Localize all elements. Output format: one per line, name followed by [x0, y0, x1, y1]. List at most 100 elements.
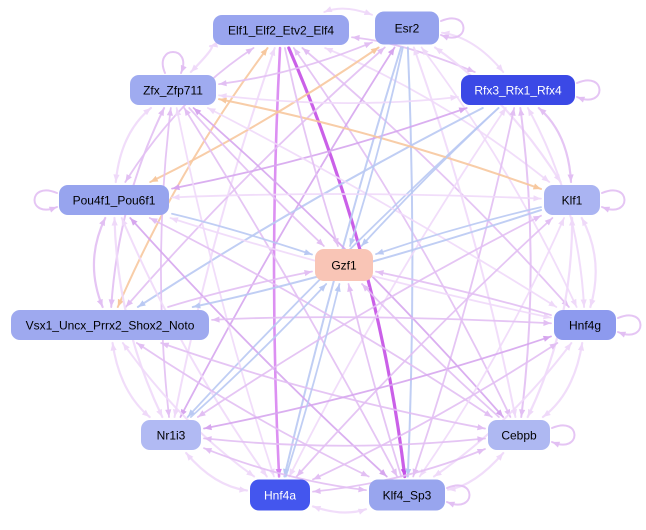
node-vsx[interactable]: Vsx1_Uncx_Prrx2_Shox2_Noto [11, 310, 209, 340]
arrowhead-icon [175, 108, 182, 116]
arrowhead-icon [447, 501, 456, 508]
edge-line [114, 106, 153, 184]
arrowhead-icon [352, 34, 360, 42]
arrowhead-icon [602, 206, 611, 213]
arrowhead-icon [110, 343, 117, 351]
node-label: Pou4f1_Pou6f1 [73, 194, 156, 208]
node-hnf4a[interactable]: Hnf4a [250, 479, 310, 511]
node-esr2[interactable]: Esr2 [375, 11, 439, 45]
edge-line [312, 342, 559, 481]
arrowhead-icon [349, 237, 356, 246]
node-box [130, 75, 216, 105]
edge-pou-klf4 [129, 217, 388, 478]
arrowhead-icon [564, 343, 572, 351]
arrowhead-icon [48, 206, 57, 213]
node-rfx[interactable]: Rfx3_Rfx1_Rfx4 [461, 75, 575, 105]
arrowhead-icon [193, 108, 202, 116]
arrowhead-icon [421, 47, 429, 56]
node-hnf4g[interactable]: Hnf4g [554, 310, 616, 340]
edge-elf-pou [124, 47, 255, 183]
arrowhead-icon [245, 48, 254, 55]
arrowhead-icon [96, 298, 103, 307]
edge-rfx-vsx [136, 107, 484, 308]
edge-esr2-cebpb [412, 46, 517, 418]
node-zfx[interactable]: Zfx_Zfp711 [130, 75, 216, 105]
edge-line [292, 47, 512, 418]
edge-zfx-nr1i3 [160, 107, 173, 418]
arrowhead-icon [499, 108, 506, 116]
arrowhead-icon [302, 48, 311, 56]
arrowhead-icon [433, 469, 442, 477]
node-box [11, 310, 209, 340]
arrowhead-icon [570, 298, 577, 307]
edge-line [149, 46, 380, 183]
node-box [315, 249, 373, 281]
arrowhead-icon [360, 470, 369, 477]
node-box [369, 479, 445, 511]
edge-line [171, 193, 542, 200]
arrowhead-icon [509, 108, 516, 116]
edge-line [111, 341, 151, 419]
arrowhead-icon [567, 174, 574, 182]
edge-line [301, 47, 570, 308]
arrowhead-icon [187, 409, 196, 417]
arrowhead-icon [405, 468, 412, 477]
edge-line [375, 270, 552, 316]
arrowhead-icon [324, 6, 333, 12]
arrowhead-icon [204, 424, 212, 431]
arrowhead-icon [376, 248, 385, 255]
arrowhead-icon [549, 343, 558, 350]
node-klf1[interactable]: Klf1 [544, 185, 600, 215]
edge-line [406, 46, 414, 478]
self-loop-klf1 [601, 189, 626, 213]
edge-nr1i3-cebpb [203, 436, 486, 447]
edge-line [412, 46, 517, 418]
arrowhead-icon [496, 453, 504, 461]
node-label: Esr2 [395, 22, 420, 36]
arrowhead-icon [541, 174, 550, 182]
arrowhead-icon [390, 468, 398, 477]
edge-rfx-pou [171, 107, 468, 191]
arrowhead-icon [170, 217, 179, 224]
arrowhead-icon [477, 436, 485, 443]
edge-rfx-zfx [218, 93, 459, 104]
arrowhead-icon [149, 218, 158, 225]
node-label: Elf1_Elf2_Etv2_Elf4 [228, 24, 334, 38]
arrowhead-icon [158, 108, 165, 117]
arrowhead-icon [532, 215, 541, 222]
edge-line [361, 283, 500, 418]
node-pou[interactable]: Pou4f1_Pou6f1 [59, 185, 169, 215]
node-klf4[interactable]: Klf4_Sp3 [369, 479, 445, 511]
edge-line [284, 283, 341, 478]
edge-line [432, 342, 573, 478]
node-box [461, 75, 575, 105]
edge-nr1i3-gzf1 [189, 283, 328, 418]
edge-line [347, 283, 403, 478]
arrowhead-icon [527, 108, 535, 117]
arrowhead-icon [448, 485, 456, 492]
edge-line [189, 283, 328, 418]
node-elf[interactable]: Elf1_Elf2_Etv2_Elf4 [213, 15, 349, 45]
edge-pou-cebpb [148, 217, 493, 418]
arrowhead-icon [532, 183, 541, 190]
edge-line [148, 217, 493, 418]
arrowhead-icon [165, 409, 172, 417]
node-label: Klf4_Sp3 [383, 489, 432, 503]
arrowhead-icon [210, 41, 219, 48]
node-label: Hnf4a [264, 489, 296, 503]
arrowhead-icon [260, 48, 268, 56]
arrowhead-icon [483, 410, 492, 417]
edge-line [324, 47, 551, 183]
edge-line [375, 206, 542, 255]
arrowhead-icon [172, 409, 180, 417]
node-nr1i3[interactable]: Nr1i3 [141, 420, 201, 450]
node-cebpb[interactable]: Cebpb [488, 420, 550, 450]
self-loop-pou [33, 189, 58, 213]
edge-elf-klf1 [324, 47, 551, 183]
edge-line [136, 107, 484, 308]
edge-line [171, 212, 313, 256]
edge-line [433, 46, 562, 184]
node-label: Gzf1 [331, 259, 357, 273]
node-gzf1[interactable]: Gzf1 [315, 249, 373, 281]
edge-line [160, 107, 172, 418]
